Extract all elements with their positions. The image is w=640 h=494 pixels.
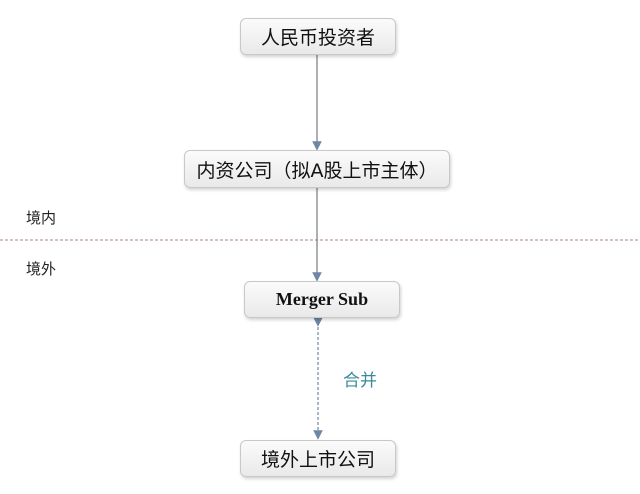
node-domestic-company: 内资公司（拟A股上市主体） <box>184 150 450 188</box>
region-offshore-label: 境外 <box>26 260 57 278</box>
node-merger-sub: Merger Sub <box>244 281 400 318</box>
region-domestic-label: 境内 <box>26 209 57 227</box>
node-offshore-listed: 境外上市公司 <box>240 440 396 477</box>
node-investor: 人民币投资者 <box>240 18 396 55</box>
merge-label: 合并 <box>343 371 377 391</box>
